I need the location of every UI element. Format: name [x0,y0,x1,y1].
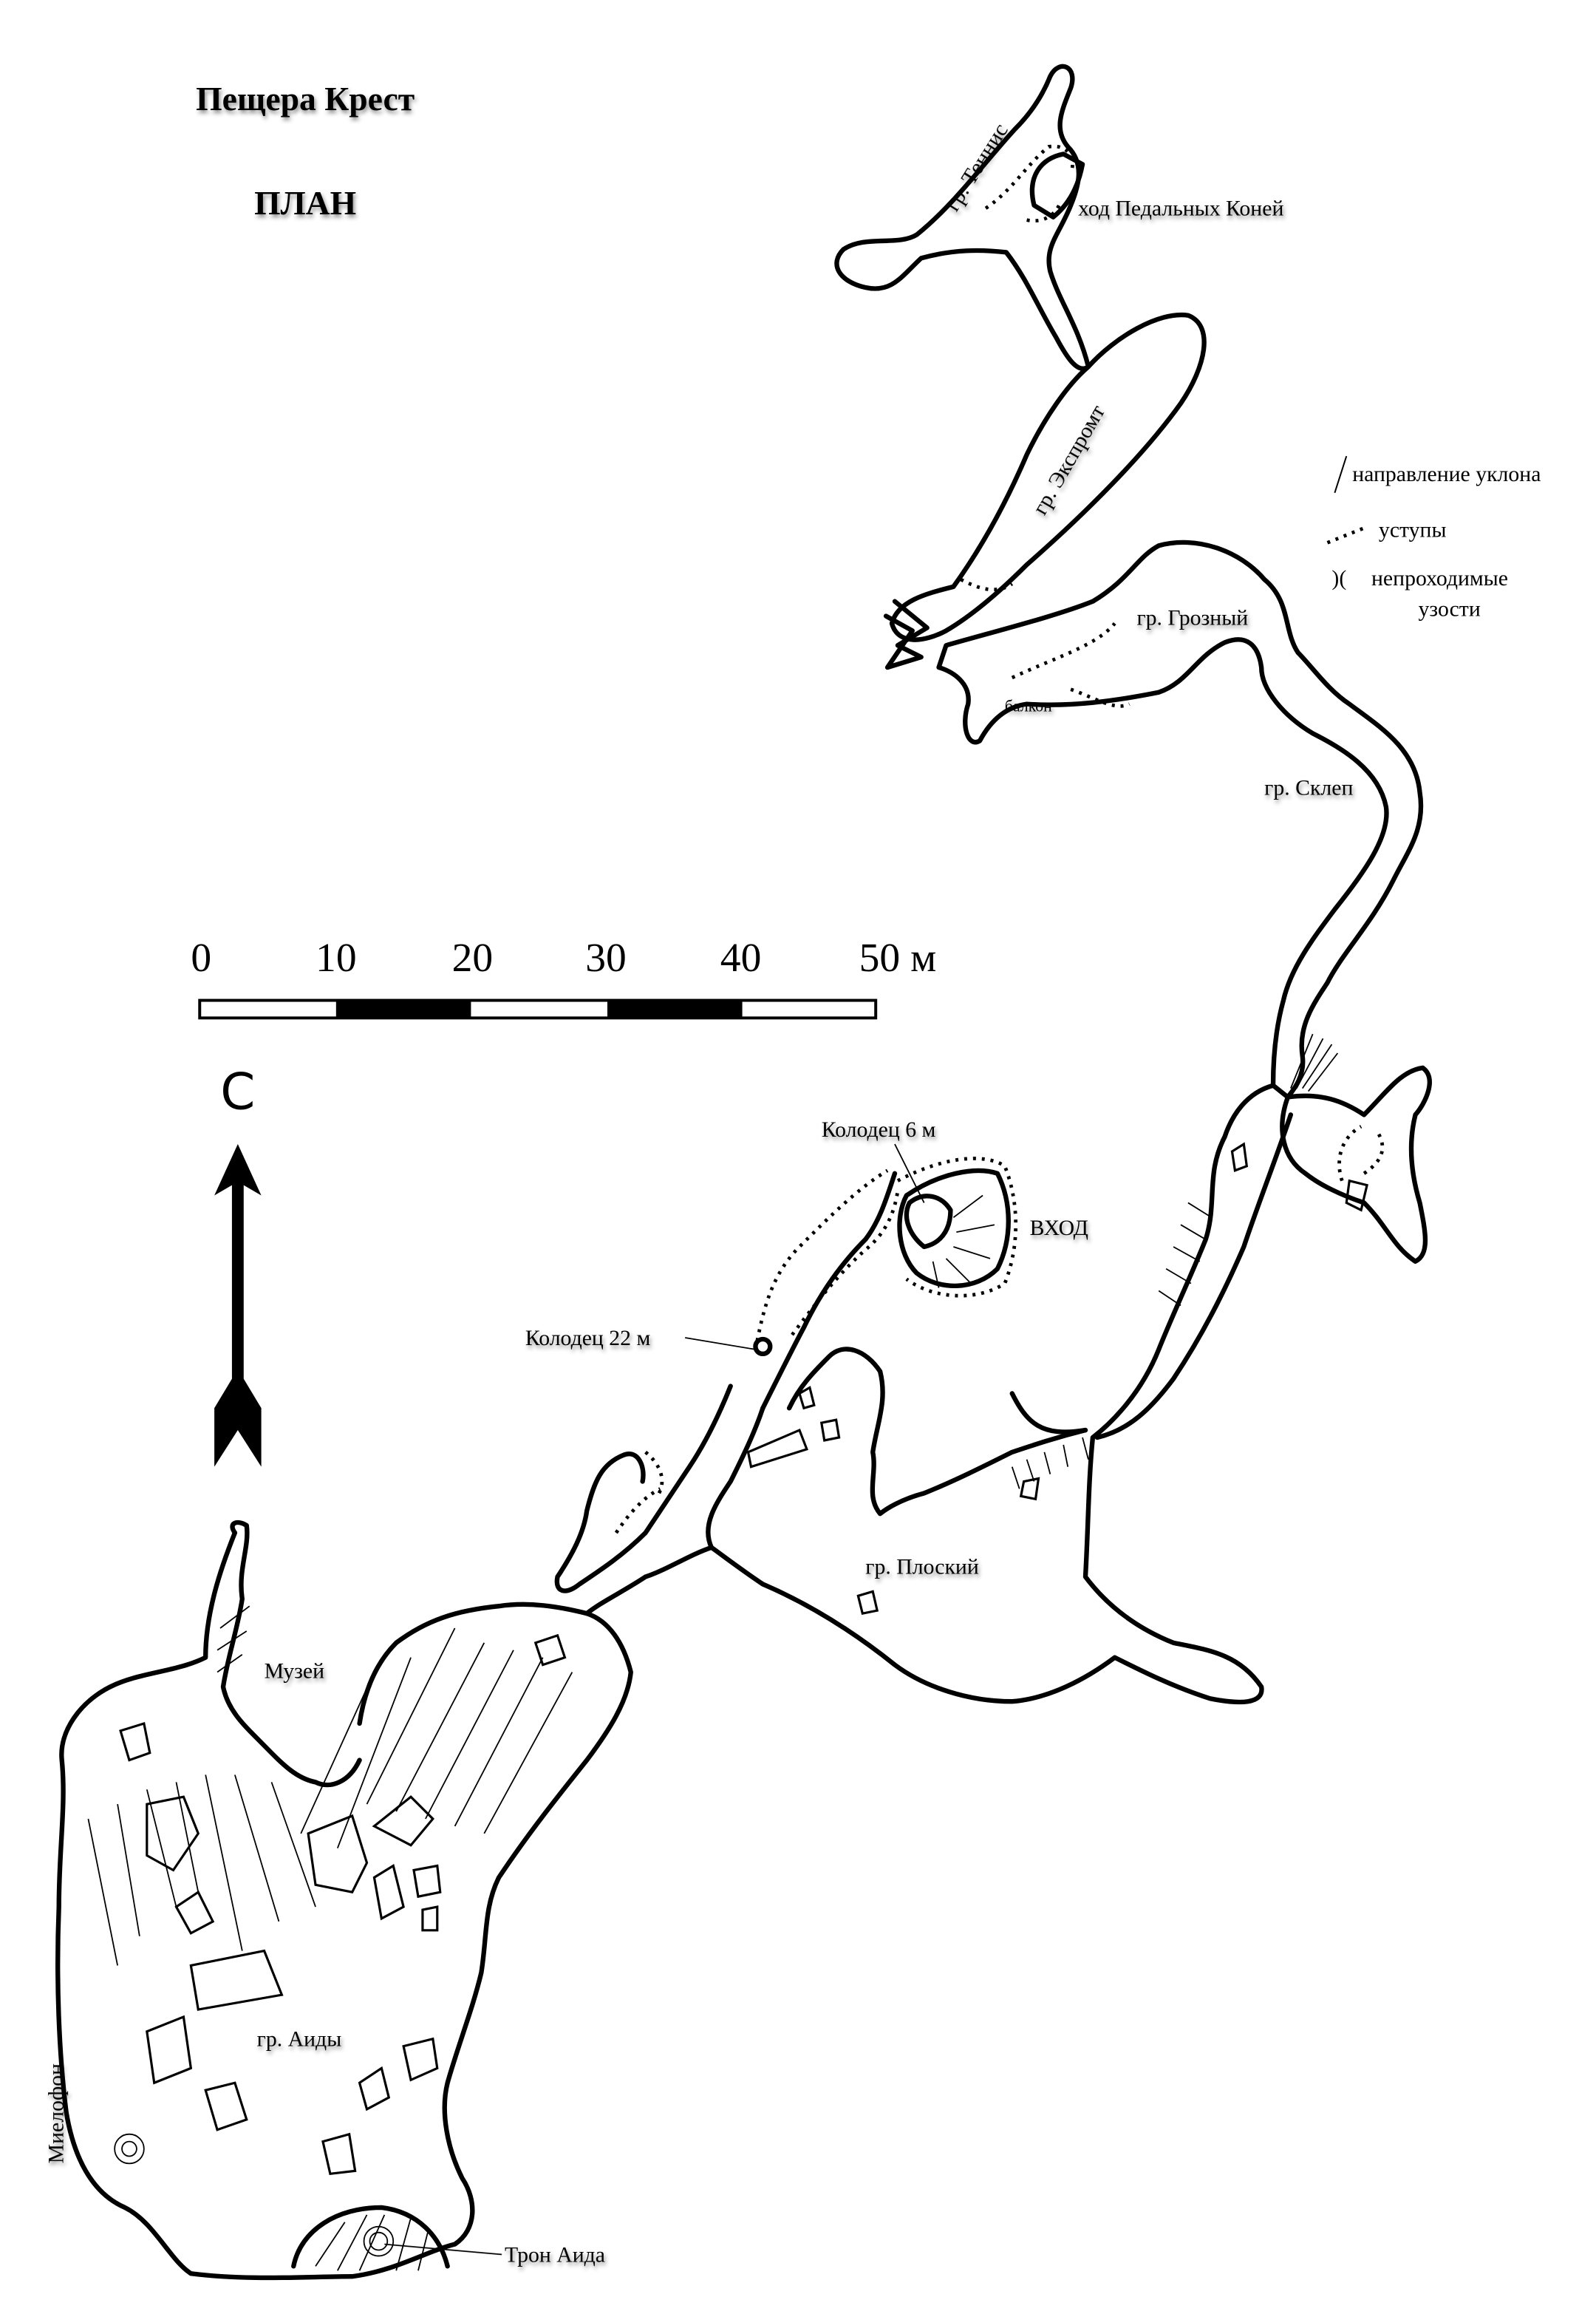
museum-slope [216,1605,250,1673]
label-entrance: ВХОД [1030,1216,1088,1240]
label-mielofon: Миелофон [44,2063,69,2164]
aidy-slope-lines [87,1627,573,1966]
legend-ledges: уступы [1379,517,1447,542]
scale-tick-30: 30 [585,935,627,981]
scale-tick-20: 20 [452,935,494,981]
entrance-outline [897,1168,1011,1288]
legend-narrow-1: непроходимые [1371,566,1508,591]
east-branch-outline [1280,1065,1432,1264]
north-arrow: С [214,1062,262,1467]
map-title: Пещера Крест [196,80,415,118]
throne-hatch [315,2214,429,2271]
grozny-ledge [1011,622,1130,708]
pedal-passage-outline [1029,152,1085,220]
boulders [119,1142,1368,2176]
aidy-chamber-outline [55,1530,633,2281]
north-arrow-icon [214,1144,262,1467]
main-passage-outline [706,1083,1276,1705]
scale-tick-40: 40 [720,935,762,981]
middle-passage-outline [357,1384,733,1726]
label-museum: Музей [265,1658,325,1683]
ledge-legend-icon [1326,526,1365,545]
slope-legend-icon [1334,455,1348,494]
scale-tick-0: 0 [191,935,211,981]
label-well22: Колодец 22 м [525,1326,651,1350]
slope-lines [1290,1033,1339,1092]
map-subtitle: ПЛАН [254,184,356,222]
upper-entrance-ledge [754,1168,900,1350]
scale-tick-10: 10 [316,935,357,981]
throne-outline [291,2205,450,2269]
legend-narrow-2: узости [1419,597,1481,622]
well6-outline [904,1194,953,1250]
expromt-narrow [960,577,1014,592]
upper-entrance-passage [760,1171,898,1411]
ploskiy-slope [1011,1202,1213,1489]
label-balcony: балкон [1005,698,1052,715]
label-aidy: гр. Аиды [257,2027,342,2052]
grozny-sklep-outline [936,540,1424,1100]
inner-passage-outline [786,1112,1294,1517]
ploskiy-spike [1009,1391,1088,1435]
scale-tick-50: 50 м [859,935,937,981]
tennis-chamber-outline [834,64,1091,371]
pedal-passage-ledge [984,144,1074,223]
label-well6: Колодец 6 м [822,1117,936,1142]
museum-passage-outline [220,1520,362,1788]
scale-bar: 0 10 20 30 40 50 м [191,935,937,1020]
entrance-ledge [896,1157,1018,1298]
label-ploskiy: гр. Плоский [865,1555,979,1579]
throne-leader [384,2243,502,2256]
expromt-knot [883,599,930,670]
well22-leader [685,1337,756,1350]
narrow-legend-icon: )( [1331,566,1346,591]
north-letter: С [220,1062,255,1120]
middle-ledge [614,1450,664,1534]
mielofon-spiral-2 [114,2133,145,2165]
expromt-chamber-outline [889,312,1207,642]
entrance-slope [932,1194,995,1288]
east-branch-ledge [1337,1125,1385,1182]
throne-spiral-1 [369,2231,389,2251]
well6-leader [894,1143,925,1203]
label-grozny: гр. Грозный [1136,605,1248,630]
well22-outline [753,1336,773,1357]
label-throne: Трон Аида [505,2242,605,2267]
label-sklep: гр. Склеп [1264,776,1353,800]
label-pedal: ход Педальных Коней [1078,197,1283,221]
throne-spiral-2 [363,2225,395,2257]
label-tennis: гр. Теннис [940,119,1013,215]
mielofon-spiral-1 [121,2140,137,2157]
legend-slope: направление уклона [1352,462,1541,486]
legend: направление уклона уступы )( непроходимы… [1326,455,1541,622]
